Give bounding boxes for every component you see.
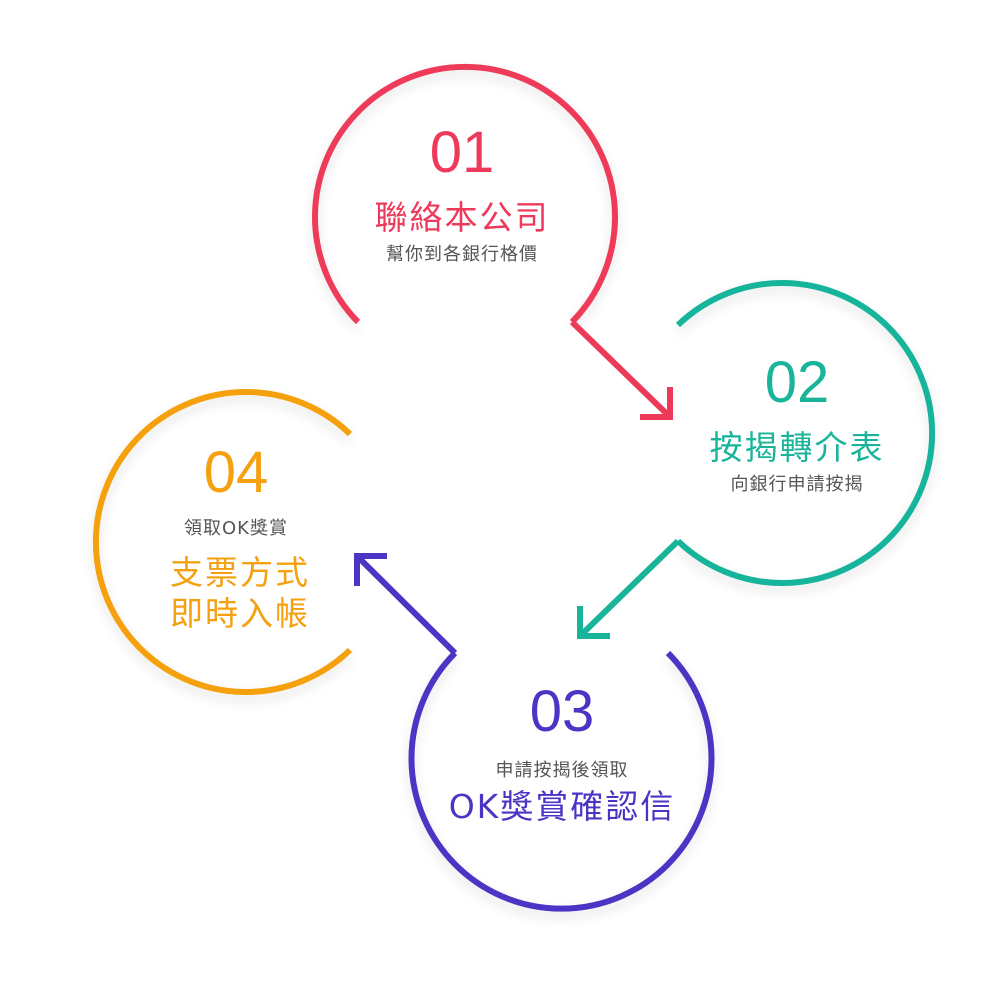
step-03-arrow (354, 553, 458, 656)
step-03-ring (408, 650, 715, 912)
step-04-title-line2: 即時入帳 (170, 594, 310, 633)
step-03-title: OK獎賞確認信 (449, 787, 676, 826)
step-04-subtitle: 領取OK獎賞 (184, 518, 288, 539)
step-03: 03 申請按揭後領取 OK獎賞確認信 (354, 553, 715, 912)
step-02-ring (675, 280, 936, 586)
step-03-arrowhead (354, 553, 387, 586)
step-01: 01 聯絡本公司 幫你到各銀行格價 (312, 63, 673, 420)
step-03-number: 03 (530, 679, 595, 744)
step-02: 02 按揭轉介表 向銀行申請按揭 (577, 280, 936, 639)
step-01-subtitle: 幫你到各銀行格價 (386, 244, 538, 265)
step-02-arrow (577, 538, 681, 639)
step-02-arrowhead (577, 606, 610, 639)
step-02-subtitle: 向銀行申請按揭 (731, 474, 864, 495)
step-01-ring (312, 63, 618, 325)
step-02-number: 02 (765, 350, 830, 415)
step-01-number: 01 (430, 120, 495, 185)
step-02-title: 按揭轉介表 (710, 428, 885, 467)
step-01-arrow (569, 319, 673, 420)
step-01-arrowhead (640, 387, 673, 420)
step-04-title-line1: 支票方式 (170, 553, 310, 592)
step-04-ring (92, 389, 353, 695)
step-04: 04 領取OK獎賞 支票方式 即時入帳 (92, 389, 353, 695)
step-04-number: 04 (204, 440, 269, 505)
step-01-title: 聯絡本公司 (375, 198, 550, 237)
step-03-subtitle: 申請按揭後領取 (496, 760, 629, 781)
